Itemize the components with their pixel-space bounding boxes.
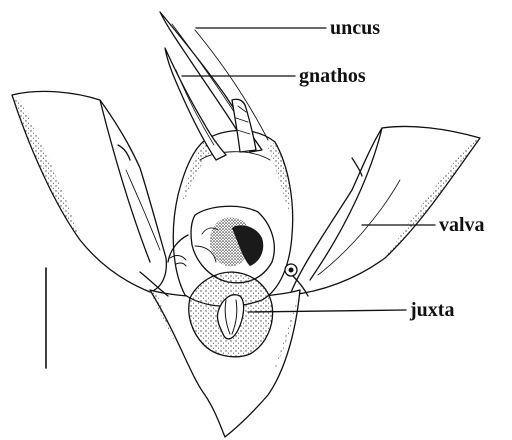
uncus-label: uncus — [330, 18, 380, 38]
left-valva — [12, 91, 166, 292]
gnathos — [165, 48, 256, 160]
gnathos-label: gnathos — [299, 66, 366, 86]
right-valva — [290, 126, 480, 295]
juxta-label: juxta — [410, 300, 454, 320]
valva-label: valva — [439, 215, 485, 235]
